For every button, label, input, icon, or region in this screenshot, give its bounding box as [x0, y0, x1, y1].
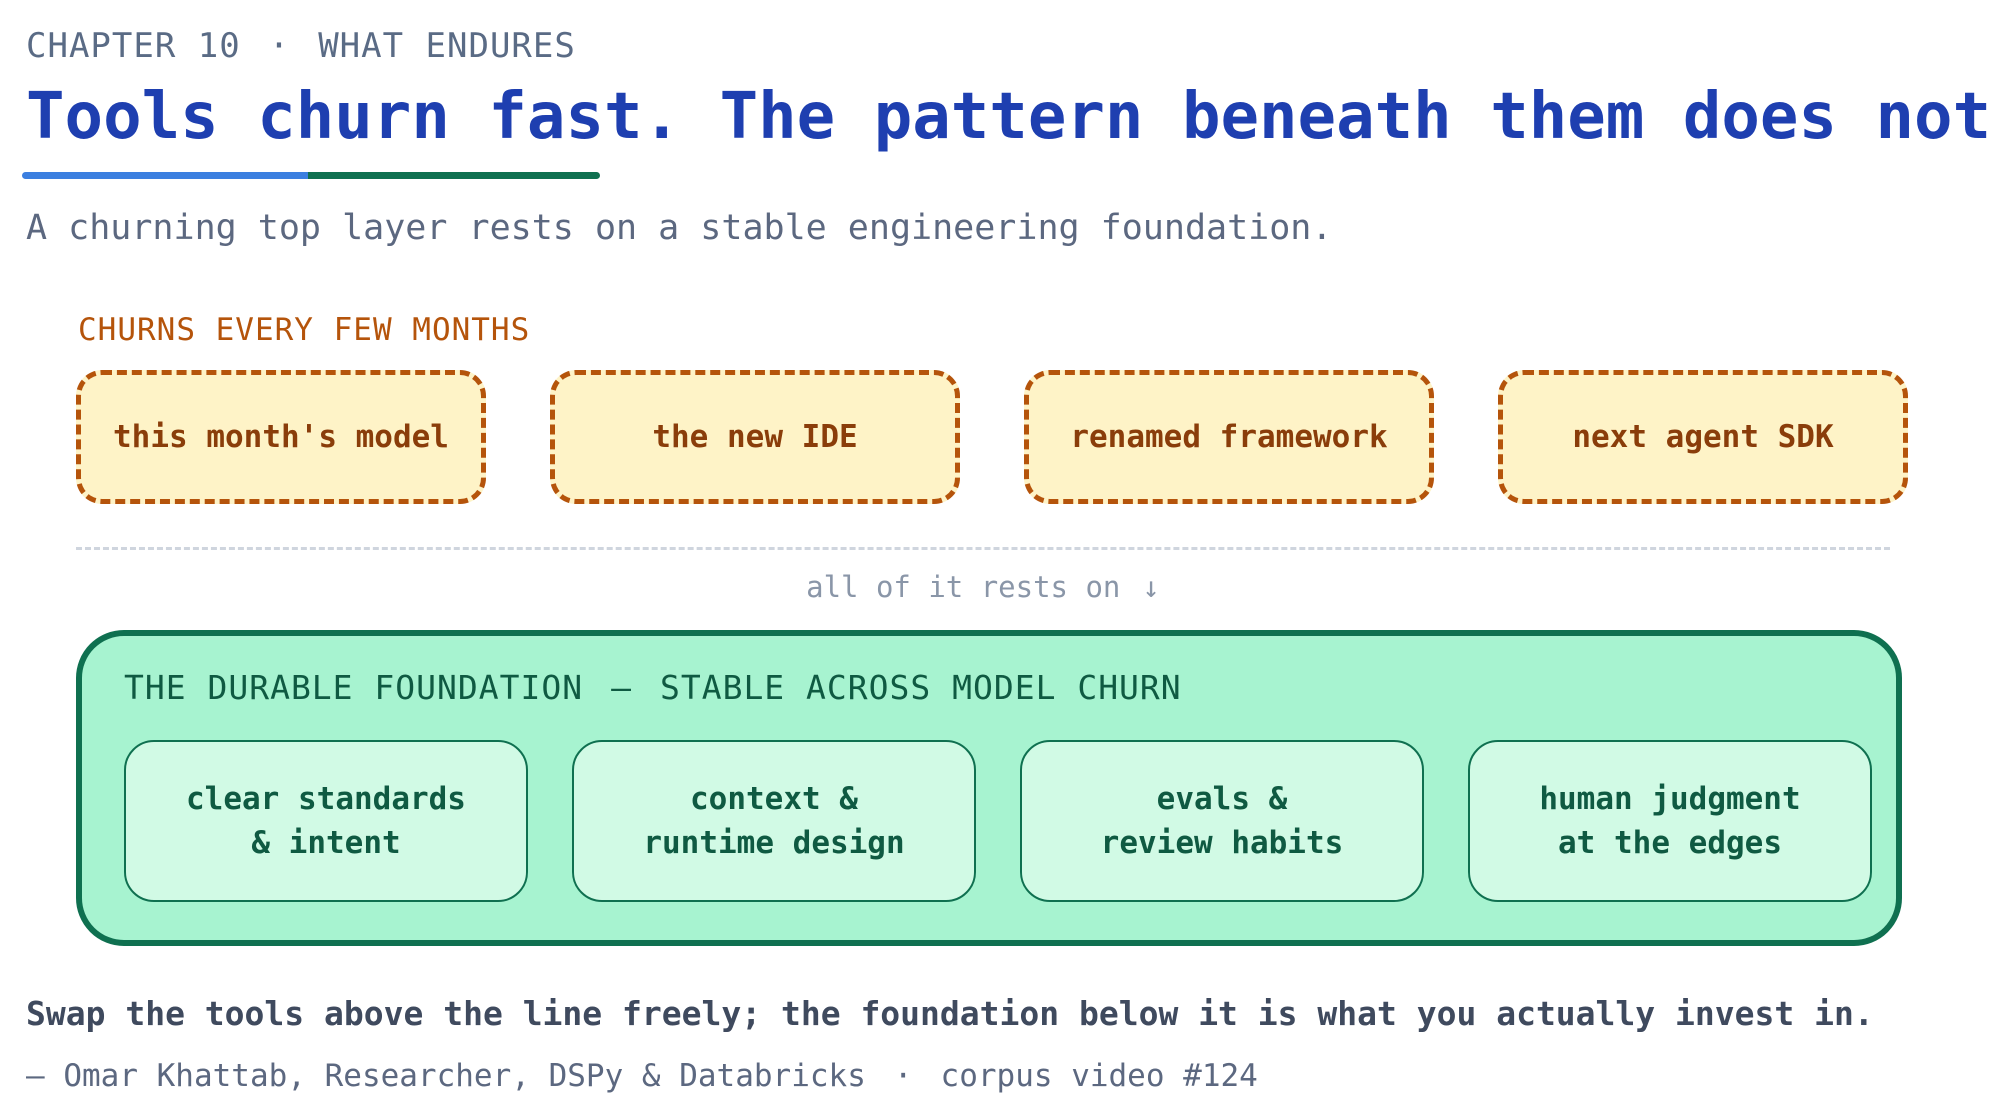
foundation-label-dash: — — [611, 668, 632, 707]
pillar-line-2: runtime design — [643, 825, 905, 861]
title-underline-blue — [22, 172, 312, 179]
pillar-line-1: context & — [690, 781, 858, 817]
churn-item-label: renamed framework — [1070, 419, 1388, 455]
churn-item-framework: renamed framework — [1024, 370, 1434, 504]
churn-item-ide: the new IDE — [550, 370, 960, 504]
quote-source: corpus video #124 — [940, 1058, 1258, 1094]
foundation-subtitle: STABLE ACROSS MODEL CHURN — [659, 668, 1182, 707]
churn-item-label: the new IDE — [652, 419, 858, 455]
connector-caption: all of it rests on ↓ — [0, 570, 1966, 604]
chapter-kicker: CHAPTER 10 · WHAT ENDURES — [26, 26, 576, 66]
churn-layer-label: CHURNS EVERY FEW MONTHS — [78, 312, 531, 348]
page-title: Tools churn fast. The pattern beneath th… — [26, 80, 2000, 154]
pillar-line-2: review habits — [1100, 825, 1344, 861]
pillar-line-1: human judgment — [1539, 781, 1801, 817]
layer-divider — [76, 547, 1890, 550]
foundation-title: THE DURABLE FOUNDATION — [124, 668, 584, 707]
closing-quote: Swap the tools above the line freely; th… — [26, 994, 1874, 1033]
pillar-line-2: at the edges — [1558, 825, 1782, 861]
quote-attribution: — Omar Khattab, Researcher, DSPy & Datab… — [26, 1058, 1258, 1094]
pillar-line-1: evals & — [1156, 781, 1288, 817]
pillar-line-1: clear standards — [186, 781, 466, 817]
pillar-standards: clear standards & intent — [124, 740, 528, 902]
connector-text: all of it rests on — [806, 570, 1121, 604]
quote-author: — Omar Khattab, Researcher, DSPy & Datab… — [26, 1058, 866, 1094]
churn-item-label: next agent SDK — [1572, 419, 1834, 455]
churn-item-sdk: next agent SDK — [1498, 370, 1908, 504]
page-subtitle: A churning top layer rests on a stable e… — [26, 208, 1333, 248]
section-name: WHAT ENDURES — [318, 26, 576, 66]
pillar-context: context & runtime design — [572, 740, 976, 902]
arrow-down-icon: ↓ — [1142, 570, 1160, 604]
title-underline-green — [308, 172, 600, 179]
chapter-number: CHAPTER 10 — [26, 26, 241, 66]
churn-item-model: this month's model — [76, 370, 486, 504]
foundation-label: THE DURABLE FOUNDATION — STABLE ACROSS MOD… — [124, 668, 1182, 707]
pillar-evals: evals & review habits — [1020, 740, 1424, 902]
pillar-line-2: & intent — [251, 825, 401, 861]
kicker-separator: · — [268, 26, 291, 66]
attribution-separator: · — [893, 1058, 913, 1094]
churn-item-label: this month's model — [113, 419, 449, 455]
pillar-judgment: human judgment at the edges — [1468, 740, 1872, 902]
